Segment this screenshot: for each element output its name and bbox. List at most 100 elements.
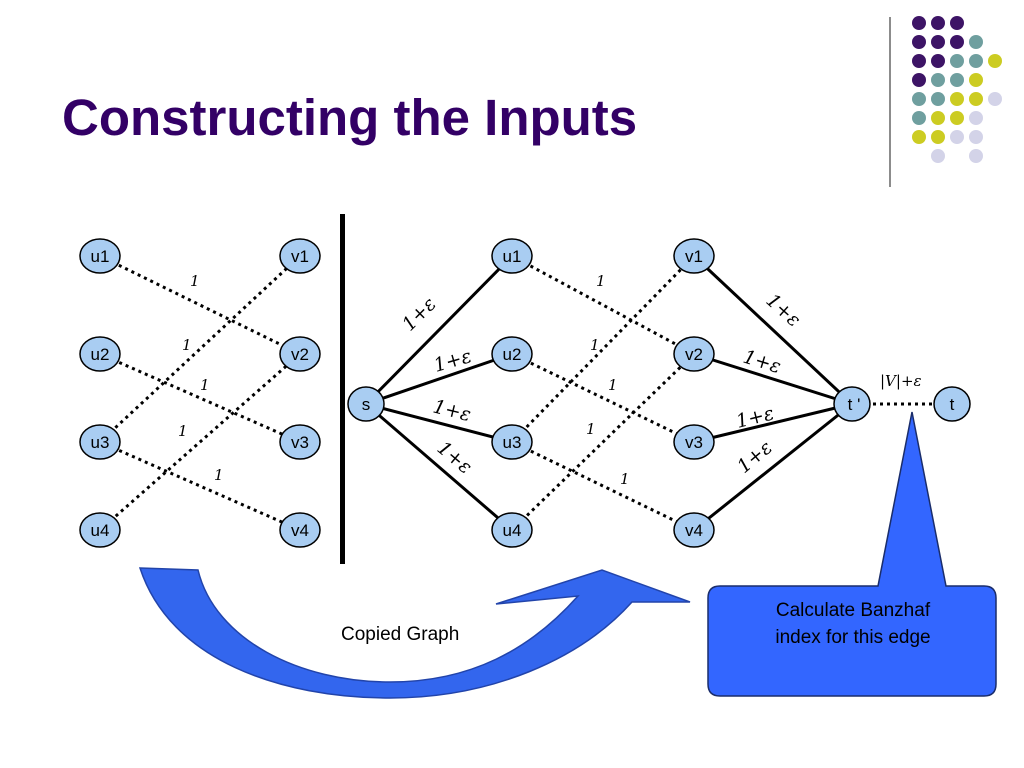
dot xyxy=(931,54,945,68)
node-label: v4 xyxy=(685,521,703,540)
edge-u4-v2 xyxy=(510,352,696,532)
edge-u2-v3 xyxy=(511,352,695,444)
dot xyxy=(931,111,945,125)
edge-weight-label: 1 xyxy=(178,422,188,440)
copied-graph-label: Copied Graph xyxy=(341,624,460,645)
edge-v1-tprime xyxy=(692,254,854,406)
edge-u3-v1 xyxy=(510,254,696,444)
node-label: v1 xyxy=(685,247,703,266)
edge-u1-v2 xyxy=(99,254,301,356)
dot xyxy=(931,35,945,49)
node-sink xyxy=(933,386,971,422)
dot xyxy=(931,92,945,106)
node-right-u1 xyxy=(491,238,533,274)
node-label: u2 xyxy=(91,345,110,364)
slide-title: Constructing the Inputs xyxy=(62,89,638,146)
dot xyxy=(912,35,926,49)
dot xyxy=(950,35,964,49)
dot xyxy=(969,130,983,144)
dot xyxy=(969,149,983,163)
callout-text: Calculate Banzhaf index for this edge xyxy=(708,597,998,651)
node-right-v1 xyxy=(673,238,715,274)
dot xyxy=(950,92,964,106)
node-label: v1 xyxy=(291,247,309,266)
node-left-v1 xyxy=(279,238,321,274)
edge-s-u3 xyxy=(365,402,513,444)
edge-v4-tprime xyxy=(693,402,853,532)
edge-u4-v2 xyxy=(99,352,301,532)
edge-u3-v4 xyxy=(99,440,301,532)
node-label: u3 xyxy=(91,433,110,452)
separator-bar xyxy=(340,214,345,564)
dot xyxy=(931,16,945,30)
node-label: s xyxy=(362,395,371,414)
node-label: u1 xyxy=(91,247,110,266)
edge-s-u1 xyxy=(364,254,514,406)
dot xyxy=(969,54,983,68)
node-label: u3 xyxy=(503,433,522,452)
dot xyxy=(912,92,926,106)
edge-u3-v1 xyxy=(98,254,302,444)
node-left-v4 xyxy=(279,512,321,548)
edge-label-s-u4: 1+ε xyxy=(433,437,476,478)
node-label: u1 xyxy=(503,247,522,266)
node-right-u2 xyxy=(491,336,533,372)
dot xyxy=(950,54,964,68)
dot xyxy=(988,54,1002,68)
edge-weight-label: 1 xyxy=(608,376,618,394)
callout-line: Calculate Banzhaf xyxy=(775,600,931,621)
node-right-u3 xyxy=(491,424,533,460)
dot xyxy=(969,73,983,87)
edge-weight-label: 1 xyxy=(200,376,210,394)
edge-label-tprime-t: |V|+ε xyxy=(880,372,922,390)
dot xyxy=(969,35,983,49)
node-label: v2 xyxy=(685,345,703,364)
node-sink-prime xyxy=(833,386,871,422)
node-label: u2 xyxy=(503,345,522,364)
edge-label-v4-tprime: 1+ε xyxy=(733,436,776,477)
edge-weight-label: 1 xyxy=(190,272,200,290)
node-label: u4 xyxy=(91,521,110,540)
edge-u2-v3 xyxy=(99,352,301,444)
node-label: v3 xyxy=(291,433,309,452)
edge-weight-label: 1 xyxy=(590,336,600,354)
node-label: t ' xyxy=(848,395,861,414)
node-right-v3 xyxy=(673,424,715,460)
dot xyxy=(950,16,964,30)
edge-label-s-u1: 1+ε xyxy=(398,293,441,336)
dot xyxy=(912,130,926,144)
callout-line: index for this edge xyxy=(775,627,931,648)
node-left-u3 xyxy=(79,424,121,460)
copy-arrow xyxy=(138,567,691,699)
edge-weight-label: 1 xyxy=(596,272,606,290)
edge-label-v2-tprime: 1+ε xyxy=(741,346,784,378)
edge-u3-v4 xyxy=(511,440,695,532)
node-label: v2 xyxy=(291,345,309,364)
callout-bubble xyxy=(707,411,997,697)
edge-weight-label: 1 xyxy=(214,466,224,484)
dot xyxy=(912,111,926,125)
node-left-v2 xyxy=(279,336,321,372)
node-source xyxy=(347,386,385,422)
edge-weight-label: 1 xyxy=(182,336,192,354)
node-right-v4 xyxy=(673,512,715,548)
dot xyxy=(912,16,926,30)
dot xyxy=(969,92,983,106)
edge-label-v3-tprime: 1+ε xyxy=(734,402,776,433)
edge-label-s-u2: 1+ε xyxy=(431,345,474,377)
edge-s-u2 xyxy=(365,352,513,406)
title-divider xyxy=(889,17,891,187)
edge-v2-tprime xyxy=(693,352,853,406)
edge-s-u4 xyxy=(365,402,513,532)
node-left-u1 xyxy=(79,238,121,274)
node-right-v2 xyxy=(673,336,715,372)
node-left-u4 xyxy=(79,512,121,548)
edge-weight-label: 1 xyxy=(620,470,630,488)
dot xyxy=(969,111,983,125)
dot xyxy=(931,130,945,144)
edge-v3-tprime xyxy=(693,402,853,444)
dot xyxy=(950,130,964,144)
node-label: v3 xyxy=(685,433,703,452)
edge-u1-v2 xyxy=(511,254,695,356)
